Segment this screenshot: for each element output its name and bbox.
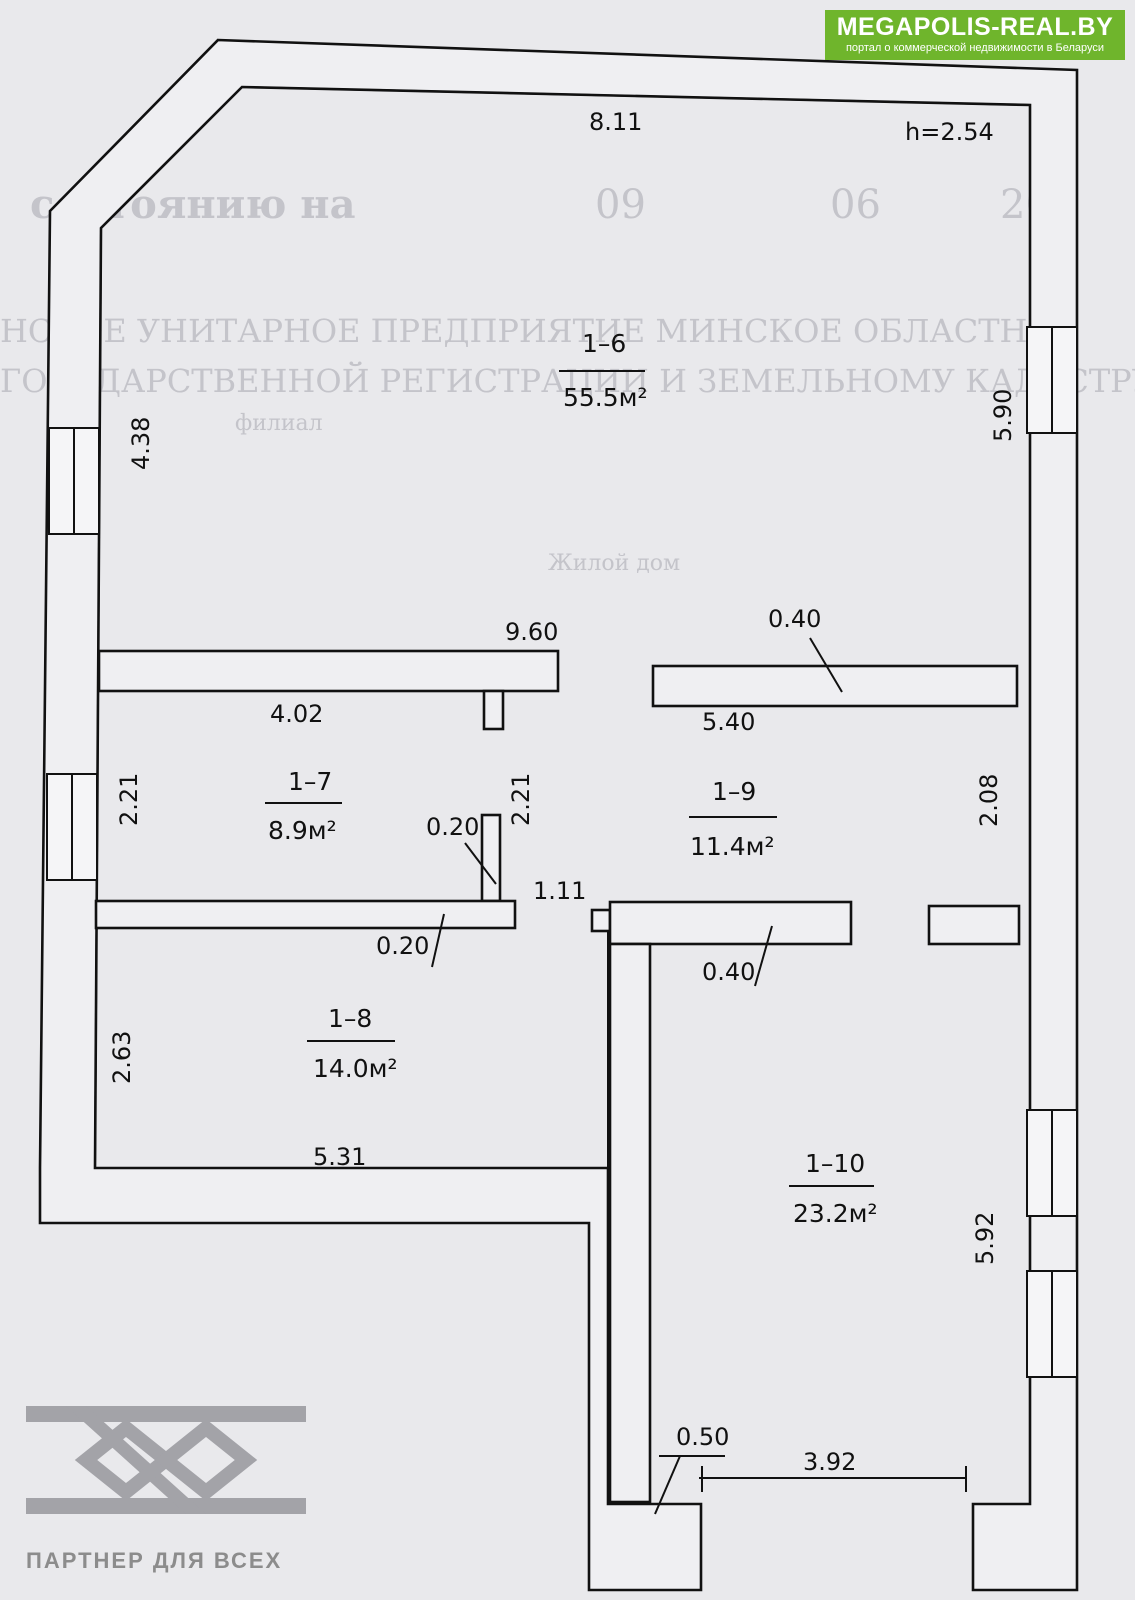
dim-wall-small: 0.20: [426, 813, 479, 841]
inner-wall-edge-left: [94, 227, 102, 1169]
partition-room9-bottom: [608, 900, 853, 946]
dimension-labels: 8.11 h=2.54 4.38 5.90 9.60 0.40 4.02 5.4…: [108, 108, 1017, 1476]
dim-right-lower: 5.92: [971, 1212, 999, 1265]
room-1-9-id: 1–9: [712, 777, 756, 806]
site-name: MEGAPOLIS-REAL.BY: [836, 13, 1114, 41]
room-1-10-area: 23.2м²: [793, 1199, 878, 1228]
interior-walls: [94, 649, 1021, 1504]
background-document-text: состоянию на 09 06 201 НСКОЕ УНИТАРНОЕ П…: [0, 181, 1135, 576]
outer-wall-shell: [38, 38, 1079, 1592]
room-1-8-area: 14.0м²: [313, 1054, 398, 1083]
leader-lines: [265, 370, 967, 1515]
dim-room7-right: 2.21: [507, 773, 535, 826]
dim-room7-left: 2.21: [115, 773, 143, 826]
partner-tagline: ПАРТНЕР ДЛЯ ВСЕХ: [26, 1548, 283, 1573]
bg-text-day: 09: [595, 182, 646, 228]
dim-partition-thickness: 0.40: [768, 605, 821, 633]
bg-text-month: 06: [830, 182, 881, 228]
room-1-8-id: 1–8: [328, 1004, 372, 1033]
dim-wall-thick-lower: 0.40: [702, 958, 755, 986]
dim-room8-left: 2.63: [108, 1031, 136, 1084]
outer-walls: [38, 38, 1079, 1592]
dim-room9-right: 2.08: [975, 774, 1003, 827]
partition-room10-left: [608, 942, 652, 1504]
inner-wall-edge-top-right: [241, 86, 1031, 1504]
partition-room7-bottom: [94, 899, 517, 930]
dim-partition-length: 9.60: [505, 618, 558, 646]
dim-room8-width: 5.31: [313, 1143, 366, 1171]
dim-room7-width: 4.02: [270, 700, 323, 728]
site-tagline: портал о коммерческой недвижимости в Бел…: [845, 42, 1105, 54]
partner-logo: ПАРТНЕР ДЛЯ ВСЕХ: [26, 1398, 306, 1583]
room-labels: 1–6 55.5м² 1–7 8.9м² 1–8 14.0м² 1–9 11.4…: [268, 329, 878, 1228]
room-1-6-id: 1–6: [582, 329, 626, 358]
bg-text-line5: Жилой дом: [548, 551, 680, 576]
dim-left-upper: 4.38: [127, 417, 155, 470]
site-badge[interactable]: MEGAPOLIS-REAL.BY портал о коммерческой …: [825, 10, 1125, 60]
bg-text-line3: ГОСУДАРСТВЕННОЙ РЕГИСТРАЦИИ И ЗЕМЕЛЬНОМУ…: [0, 361, 1135, 400]
room-1-7-id: 1–7: [288, 767, 332, 796]
room-1-7-area: 8.9м²: [268, 816, 337, 845]
partition-upper-right: [651, 664, 1019, 708]
room-1-9-area: 11.4м²: [690, 832, 775, 861]
dim-room9-width: 5.40: [702, 708, 755, 736]
dim-right-upper: 5.90: [989, 389, 1017, 442]
dim-top: 8.11: [589, 108, 642, 136]
room-1-6-area: 55.5м²: [563, 383, 648, 412]
windows-right: [1026, 326, 1078, 1378]
partner-logo-mark: [26, 1406, 306, 1514]
dim-door-gap: 1.11: [533, 877, 586, 905]
partition-stub: [482, 689, 505, 731]
dim-wall-small-lower: 0.20: [376, 932, 429, 960]
partition-right-stub: [927, 904, 1021, 946]
windows-left: [46, 427, 100, 881]
bg-text-line4: филиал: [235, 411, 323, 436]
dim-bottom-width: 3.92: [803, 1448, 856, 1476]
ceiling-height: h=2.54: [905, 118, 994, 146]
partition-small-stub: [590, 908, 612, 933]
partition-upper-left: [97, 649, 560, 693]
dim-wall-bottom: 0.50: [676, 1423, 729, 1451]
bg-text-line2: НСКОЕ УНИТАРНОЕ ПРЕДПРИЯТИЕ МИНСКОЕ ОБЛА…: [0, 312, 1077, 350]
partition-vertical-small: [480, 813, 502, 903]
room-1-10-id: 1–10: [805, 1149, 865, 1178]
